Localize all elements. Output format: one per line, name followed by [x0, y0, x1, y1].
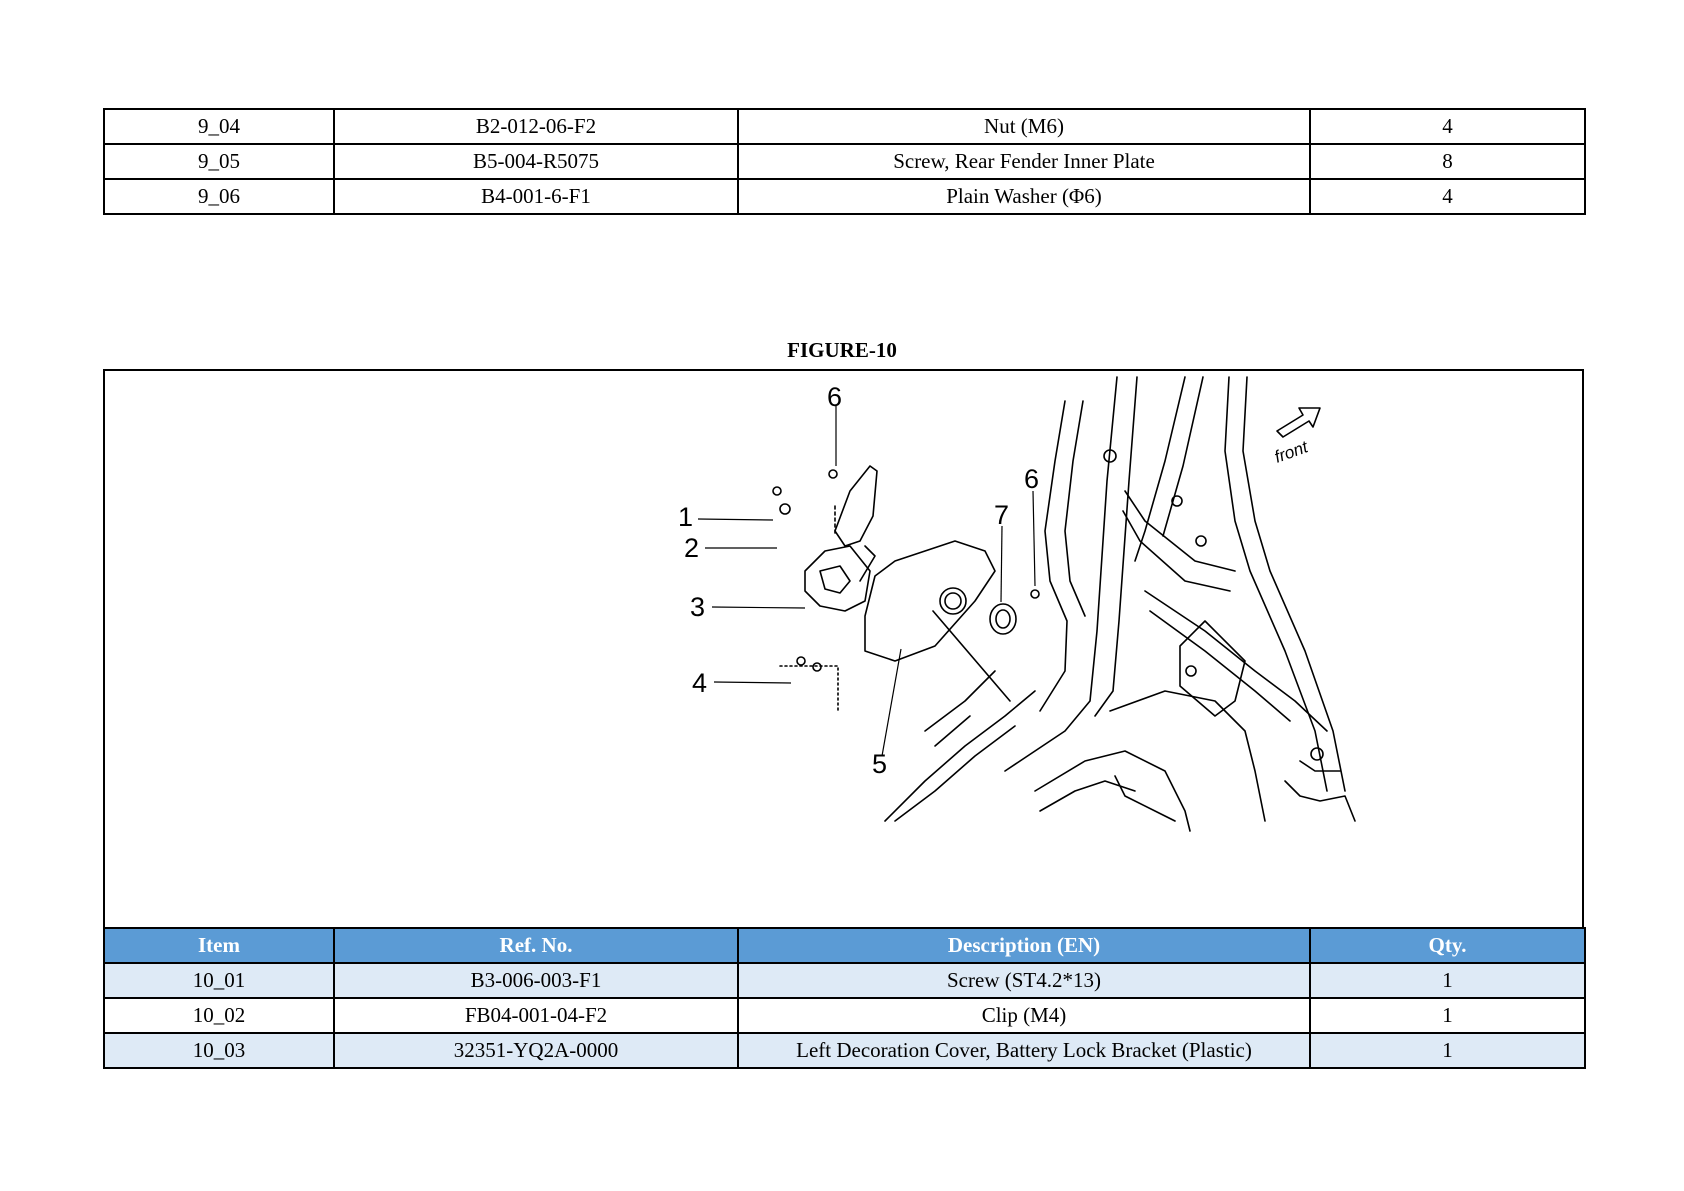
part-5-outline [864, 540, 996, 662]
qty-cell: 1 [1309, 1032, 1586, 1069]
qty-cell: 1 [1309, 997, 1586, 1034]
item-cell: 9_04 [103, 108, 335, 145]
qty-cell: 4 [1309, 178, 1586, 215]
ref-cell: B3-006-003-F1 [333, 962, 739, 999]
qty-cell: 1 [1309, 962, 1586, 999]
header-item: Item [103, 927, 335, 964]
qty-cell: 4 [1309, 108, 1586, 145]
item-cell: 10_01 [103, 962, 335, 999]
header-description: Description (EN) [737, 927, 1311, 964]
table-row: 9_05 B5-004-R5075 Screw, Rear Fender Inn… [103, 143, 1586, 180]
table-header-row: Item Ref. No. Description (EN) Qty. [103, 927, 1586, 964]
description-cell: Plain Washer (Φ6) [737, 178, 1311, 215]
callout-6: 6 [827, 382, 842, 412]
qty-cell: 8 [1309, 143, 1586, 180]
callout-7: 7 [994, 500, 1009, 530]
table-row: 9_04 B2-012-06-F2 Nut (M6) 4 [103, 108, 1586, 145]
description-cell: Screw, Rear Fender Inner Plate [737, 143, 1311, 180]
callout-3: 3 [690, 592, 705, 622]
table-row: 9_06 B4-001-6-F1 Plain Washer (Φ6) 4 [103, 178, 1586, 215]
callout-1: 1 [678, 502, 693, 532]
header-ref: Ref. No. [333, 927, 739, 964]
ref-cell: FB04-001-04-F2 [333, 997, 739, 1034]
part-7-ring [989, 603, 1017, 635]
header-qty: Qty. [1309, 927, 1586, 964]
frame-line [1004, 376, 1118, 772]
callout-6: 6 [1024, 464, 1039, 494]
item-cell: 10_02 [103, 997, 335, 1034]
callout-5: 5 [872, 749, 887, 779]
figure-title: FIGURE-10 [787, 338, 897, 362]
front-arrow-icon: front [1272, 407, 1321, 467]
ref-cell: B4-001-6-F1 [333, 178, 739, 215]
item-cell: 9_05 [103, 143, 335, 180]
ref-cell: B5-004-R5075 [333, 143, 739, 180]
item-cell: 10_03 [103, 1032, 335, 1069]
ref-cell: 32351-YQ2A-0000 [333, 1032, 739, 1069]
description-cell: Left Decoration Cover, Battery Lock Brac… [737, 1032, 1311, 1069]
callout-4: 4 [692, 668, 707, 698]
part-3-outline [804, 545, 871, 612]
item-cell: 9_06 [103, 178, 335, 215]
table-row: 10_02 FB04-001-04-F2 Clip (M4) 1 [103, 997, 1586, 1034]
description-cell: Screw (ST4.2*13) [737, 962, 1311, 999]
figure-drawing-box: front 1 2 3 4 5 6 6 7 [103, 369, 1584, 929]
exploded-view-drawing: front 1 2 3 4 5 6 6 7 [678, 376, 1356, 832]
front-label: front [1272, 437, 1312, 467]
description-cell: Clip (M4) [737, 997, 1311, 1034]
callout-2: 2 [684, 533, 699, 563]
table-row: 10_01 B3-006-003-F1 Screw (ST4.2*13) 1 [103, 962, 1586, 999]
ref-cell: B2-012-06-F2 [333, 108, 739, 145]
figure-parts-table: Item Ref. No. Description (EN) Qty. 10_0… [103, 927, 1586, 1069]
description-cell: Nut (M6) [737, 108, 1311, 145]
table-row: 10_03 32351-YQ2A-0000 Left Decoration Co… [103, 1032, 1586, 1069]
previous-parts-table: 9_04 B2-012-06-F2 Nut (M6) 4 9_05 B5-004… [103, 108, 1586, 215]
